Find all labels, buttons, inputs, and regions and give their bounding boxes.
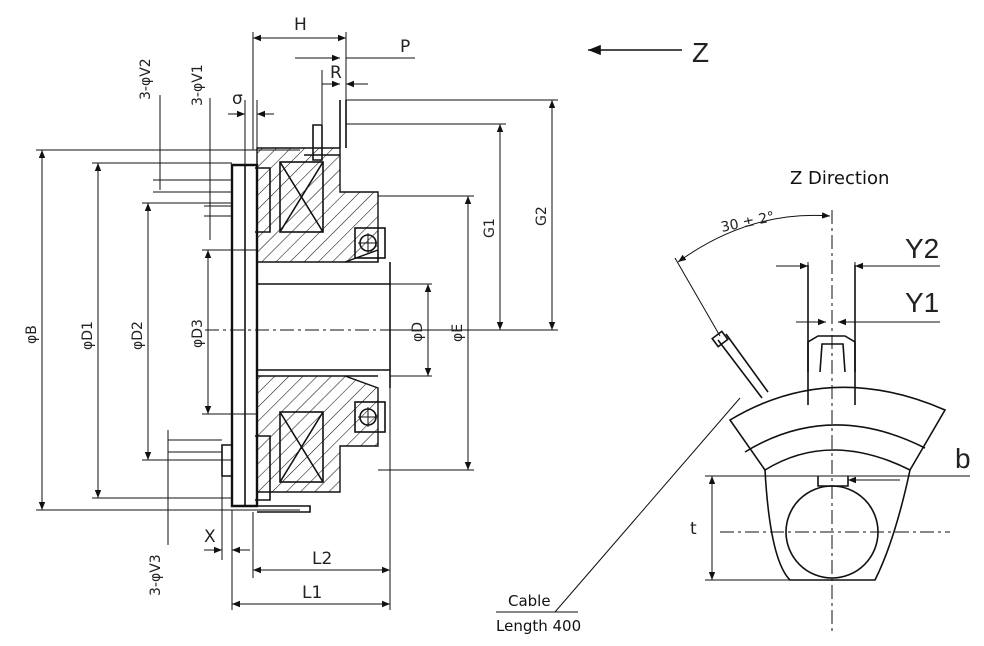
- dim-X: X: [204, 527, 216, 547]
- dim-P: P: [400, 37, 410, 57]
- dimension-labels: H P R σ 3-φV2 3-φV1 3-φV3 φB φD1 φD2 φD3…: [24, 15, 550, 603]
- view-title: Z Direction: [790, 168, 889, 189]
- dim-t: t: [690, 519, 697, 539]
- dim-Y2: Y2: [905, 233, 939, 264]
- dim-G1: G1: [482, 218, 498, 238]
- dim-D: φD: [410, 322, 426, 342]
- cable-note-line2: Length 400: [496, 617, 581, 635]
- dim-B: φB: [24, 325, 40, 344]
- dim-V2: 3-φV2: [138, 58, 154, 100]
- section-view: [205, 100, 470, 513]
- dim-angle: 30 ± 2°: [720, 209, 776, 236]
- z-direction-arrow: Z: [588, 37, 709, 68]
- z-direction-view: Z Direction 30 ± 2° Y2 Y1: [674, 168, 971, 632]
- dim-R: R: [330, 63, 342, 83]
- dim-E: φE: [450, 324, 466, 342]
- dim-D2: φD2: [130, 321, 146, 350]
- dim-V1: 3-φV1: [190, 64, 206, 106]
- dim-L1: L1: [302, 583, 322, 603]
- dim-H: H: [294, 15, 307, 35]
- dim-b: b: [955, 443, 971, 474]
- cable-note: Cable Length 400: [496, 397, 741, 635]
- dim-G2: G2: [534, 206, 550, 226]
- dim-D3: φD3: [190, 319, 206, 348]
- cable-note-line1: Cable: [508, 592, 551, 610]
- lower-housing-section: [256, 375, 379, 493]
- dim-V3: 3-φV3: [148, 554, 164, 596]
- z-arrow-label: Z: [692, 37, 709, 68]
- dim-sigma: σ: [232, 89, 243, 109]
- arc-body: [728, 386, 947, 472]
- dim-D1: φD1: [80, 321, 96, 350]
- dimension-lines: [36, 32, 558, 610]
- dim-Y1: Y1: [905, 287, 939, 318]
- dim-L2: L2: [312, 549, 332, 569]
